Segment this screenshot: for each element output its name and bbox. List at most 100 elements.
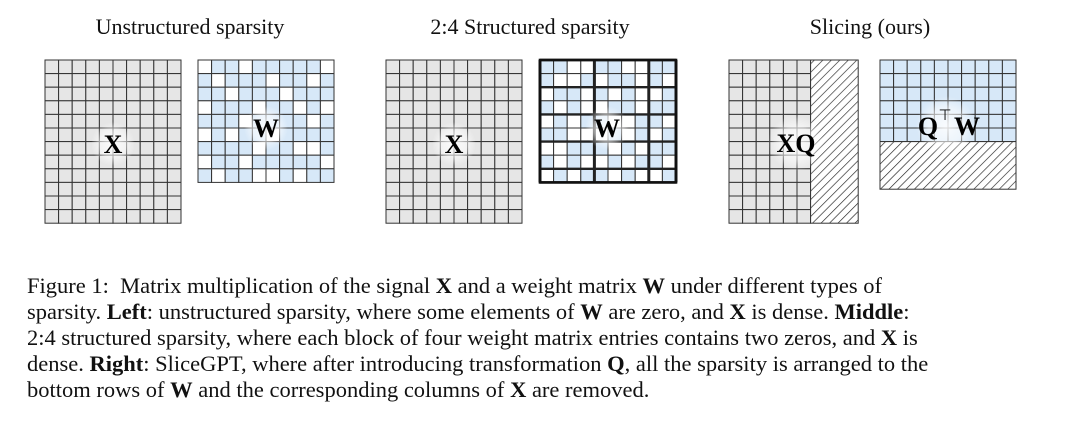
matrix-cell — [85, 181, 100, 197]
matrix-cell — [467, 73, 482, 88]
matrix-cell — [139, 209, 155, 224]
matrix-diagrams: X W X W XQ Q ⊤ W — [44, 58, 1017, 224]
matrix-cell — [607, 86, 623, 102]
matrix-cell — [139, 127, 155, 143]
matrix-cell — [399, 195, 414, 211]
matrix-cell — [634, 59, 650, 75]
matrix-cell — [224, 127, 240, 143]
matrix-cell — [58, 181, 73, 197]
matrix-cell — [648, 141, 663, 156]
matrix-cell — [85, 195, 100, 211]
matrix-cell — [453, 209, 469, 224]
matrix-labels: X W X W XQ Q ⊤ W — [91, 96, 980, 171]
matrix-cell — [166, 127, 182, 143]
matrix-cell — [126, 181, 141, 197]
matrix-cell — [426, 100, 441, 115]
matrix-cell — [728, 113, 744, 129]
matrix-cell — [426, 73, 441, 88]
matrix-cell — [453, 86, 469, 102]
matrix-cell — [796, 86, 812, 102]
matrix-cell — [238, 168, 253, 183]
matrix-cell — [139, 168, 155, 183]
matrix-cell — [385, 100, 401, 115]
matrix-cell — [566, 86, 582, 102]
matrix-cell — [399, 113, 414, 129]
matrix-cell — [126, 59, 141, 75]
matrix-cell — [412, 127, 428, 143]
matrix-cell — [742, 73, 757, 88]
matrix-cell — [385, 168, 401, 183]
matrix-cell — [769, 195, 784, 211]
matrix-cell — [153, 73, 168, 88]
matrix-cell — [494, 86, 509, 102]
matrix-cell — [58, 168, 73, 183]
matrix-cell — [566, 100, 582, 115]
matrix-cell — [480, 59, 496, 75]
matrix-cell — [728, 181, 744, 197]
matrix-cell — [553, 86, 568, 102]
matrix-cell — [265, 86, 281, 102]
matrix-cell — [593, 73, 609, 88]
matrix-cell — [480, 154, 496, 170]
matrix-cell — [494, 127, 509, 143]
matrix-cell — [197, 73, 213, 88]
matrix-cell — [85, 73, 100, 88]
matrix-cell — [412, 141, 428, 156]
matrix-cell — [893, 86, 908, 102]
matrix-cell — [139, 181, 155, 197]
matrix-cell — [85, 86, 100, 102]
label-x-left: X — [104, 130, 123, 159]
matrix-cell — [126, 168, 141, 183]
matrix-cell — [796, 100, 812, 115]
matrix-cell — [126, 100, 141, 115]
matrix-cell — [566, 154, 582, 170]
matrix-cell — [634, 141, 650, 156]
matrix-cell — [494, 209, 509, 224]
matrix-cell — [385, 59, 401, 75]
matrix-cell — [494, 141, 509, 156]
matrix-cell — [112, 168, 128, 183]
matrix-cell — [728, 195, 744, 211]
matrix-cell — [153, 100, 168, 115]
matrix-cell — [467, 86, 482, 102]
matrix-cell — [782, 209, 798, 224]
matrix-cell — [126, 195, 141, 211]
matrix-cell — [453, 195, 469, 211]
matrix-cell — [412, 86, 428, 102]
matrix-cell — [566, 73, 582, 88]
matrix-cell — [728, 127, 744, 143]
matrix-cell — [439, 209, 455, 224]
matrix-cell — [265, 73, 281, 88]
matrix-cell — [621, 73, 636, 88]
matrix-cell — [166, 59, 182, 75]
matrix-cell — [728, 209, 744, 224]
matrix-cell — [399, 209, 414, 224]
matrix-cell — [211, 73, 226, 88]
matrix-cell — [494, 59, 509, 75]
matrix-cell — [539, 100, 555, 115]
matrix-cell — [796, 168, 812, 183]
matrix-cell — [621, 59, 636, 75]
matrix-cell — [385, 209, 401, 224]
matrix-cell — [439, 73, 455, 88]
matrix-cell — [480, 86, 496, 102]
matrix-cell — [580, 73, 595, 88]
matrix-cell — [44, 59, 60, 75]
matrix-cell — [166, 209, 182, 224]
matrix-cell — [769, 100, 784, 115]
matrix-cell — [480, 127, 496, 143]
matrix-cell — [238, 141, 253, 156]
matrix-cell — [306, 59, 321, 75]
matrix-cell — [661, 100, 677, 115]
matrix-cell — [153, 141, 168, 156]
matrix-cell — [319, 86, 335, 102]
matrix-cell — [893, 59, 908, 75]
matrix-cell — [211, 127, 226, 143]
matrix-cell — [211, 113, 226, 129]
matrix-cell — [1001, 127, 1017, 143]
matrix-cell — [71, 209, 87, 224]
matrix-cell — [426, 195, 441, 211]
matrix-cell — [467, 209, 482, 224]
matrix-cell — [139, 154, 155, 170]
matrix-cell — [385, 181, 401, 197]
